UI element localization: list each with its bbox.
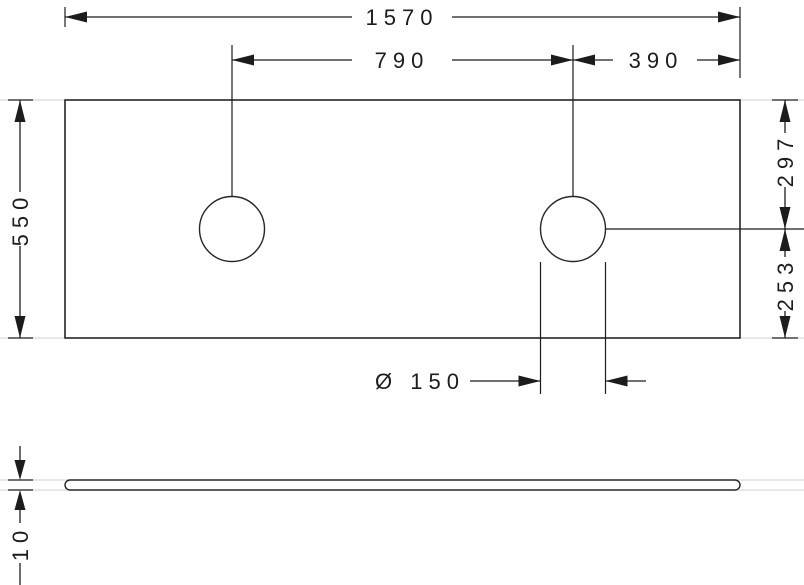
dim-thickness-label: 10 — [8, 525, 33, 561]
plate-side-view — [64, 479, 741, 491]
dim-hole-diameter: Ø 150 — [375, 262, 646, 394]
dim-hole-center-from-top-label: 297 — [773, 133, 798, 188]
arrowhead-down — [14, 316, 26, 338]
dim-hole-center-from-top: 297 — [772, 99, 798, 229]
arrowhead-left — [573, 54, 595, 66]
dim-depth-label: 550 — [8, 192, 33, 247]
dim-hole-diameter-label: Ø 150 — [375, 369, 465, 394]
plate-outline — [64, 99, 741, 339]
arrowhead-left — [605, 375, 628, 387]
arrowhead-up — [14, 490, 26, 510]
arrowhead-down — [779, 316, 791, 338]
dim-depth: 550 — [8, 99, 33, 339]
arrowhead-down — [14, 460, 26, 480]
arrowhead-right — [518, 375, 541, 387]
arrowhead-up — [779, 229, 791, 251]
dim-hole-spacing: 790 — [231, 45, 574, 197]
arrowhead-left — [232, 54, 254, 66]
dim-thickness: 10 — [8, 446, 33, 585]
hole-left — [198, 195, 266, 263]
hole-right — [539, 195, 607, 263]
arrowhead-left — [65, 11, 87, 23]
arrowhead-up — [14, 100, 26, 122]
dim-hole-right-offset: 390 — [573, 48, 740, 73]
arrowhead-down — [779, 207, 791, 229]
side-plate-outline — [64, 479, 741, 491]
dim-hole-center-from-bottom: 253 — [772, 229, 798, 339]
dim-overall-width-label: 1570 — [366, 5, 439, 30]
plate-top-view — [64, 99, 804, 339]
dim-hole-spacing-label: 790 — [375, 48, 430, 73]
dim-overall-width: 1570 — [64, 5, 741, 78]
arrowhead-right — [551, 54, 573, 66]
arrowhead-right — [718, 11, 740, 23]
dim-hole-center-from-bottom-label: 253 — [773, 257, 798, 312]
dim-hole-right-offset-label: 390 — [629, 48, 684, 73]
arrowhead-right — [718, 54, 740, 66]
arrowhead-up — [779, 100, 791, 122]
